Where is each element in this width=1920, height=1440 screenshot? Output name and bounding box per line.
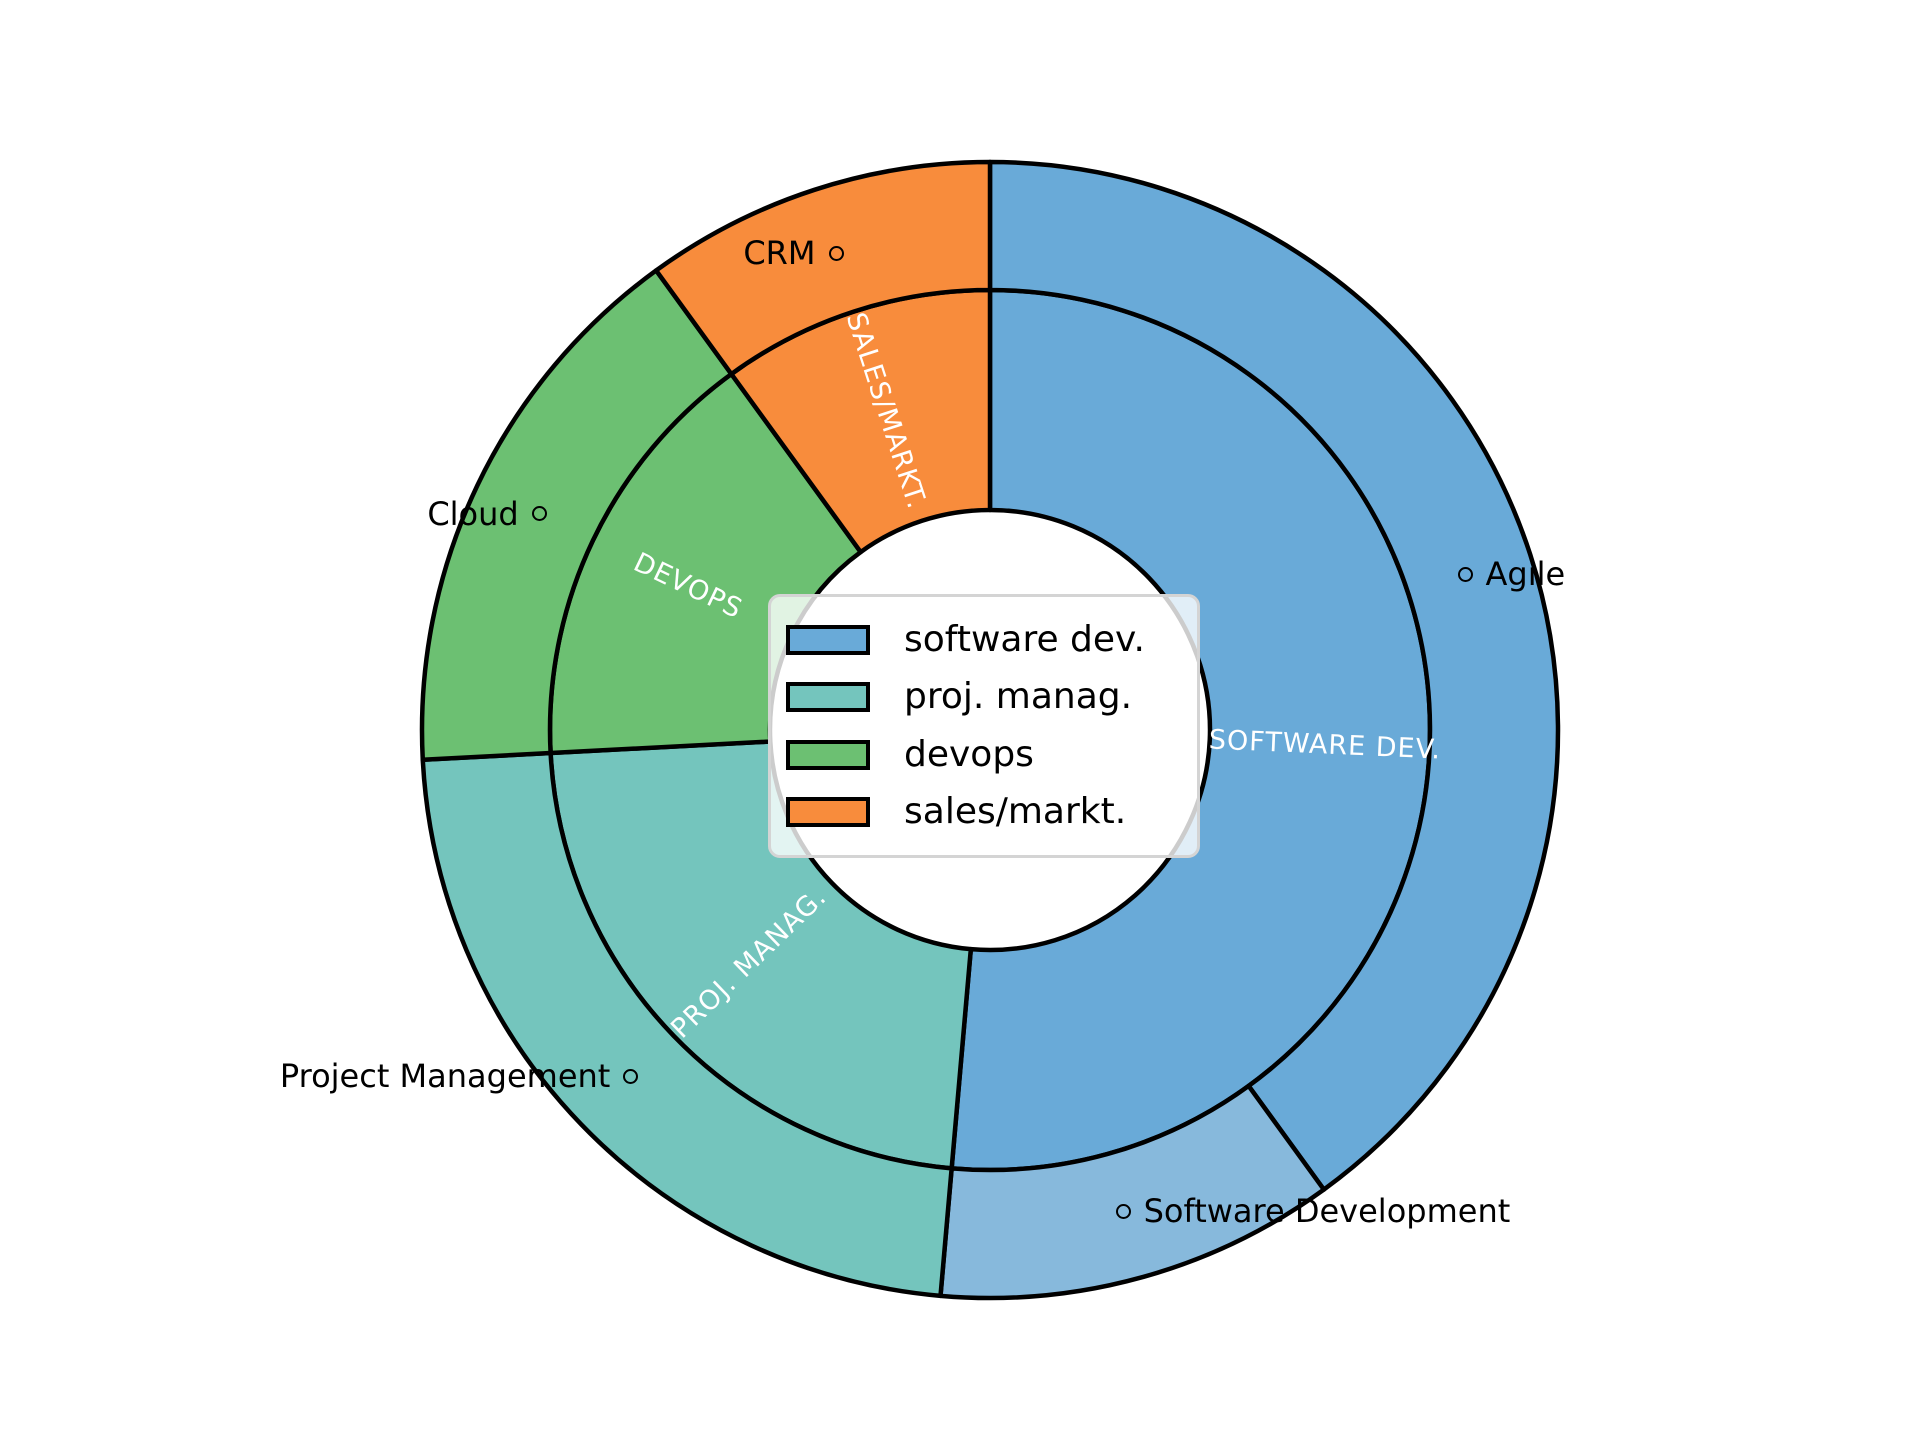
label-point-marker-icon [828, 246, 844, 262]
legend-label: software dev. [904, 619, 1145, 661]
label-point-marker-icon [623, 1069, 639, 1085]
legend-swatch-software-dev [786, 625, 870, 656]
outer-label-cloud: Cloud [427, 494, 547, 533]
legend-label: sales/markt. [904, 790, 1127, 832]
outer-label-crm: CRM [743, 234, 844, 273]
outer-label-text: Project Management [279, 1057, 611, 1096]
legend-row: devops [786, 733, 1197, 775]
legend-label: proj. manag. [904, 676, 1133, 718]
outer-label-text: Software Development [1143, 1191, 1511, 1230]
outer-label-software-development: Software Development [1115, 1191, 1511, 1230]
legend-row: software dev. [786, 622, 1197, 658]
legend: software dev. proj. manag. devops sales/… [768, 594, 1200, 858]
legend-label: devops [904, 733, 1034, 775]
label-point-marker-icon [531, 506, 547, 522]
legend-swatch-sales-markt [786, 796, 870, 827]
legend-swatch-proj-manag [786, 682, 870, 713]
outer-label-project-management: Project Management [279, 1057, 639, 1096]
outer-label-text: Agile [1485, 555, 1566, 594]
outer-label-text: Cloud [427, 494, 519, 533]
legend-swatch-devops [786, 739, 870, 770]
wedge-outer-crm [653, 159, 993, 377]
label-point-marker-icon [1115, 1203, 1131, 1219]
label-point-marker-icon [1457, 567, 1473, 583]
outer-label-text: CRM [743, 234, 816, 273]
outer-label-agile: Agile [1457, 555, 1566, 594]
wedge-outer-agile [987, 159, 1561, 1192]
legend-row: sales/markt. [786, 790, 1197, 832]
legend-row: proj. manag. [786, 679, 1197, 715]
